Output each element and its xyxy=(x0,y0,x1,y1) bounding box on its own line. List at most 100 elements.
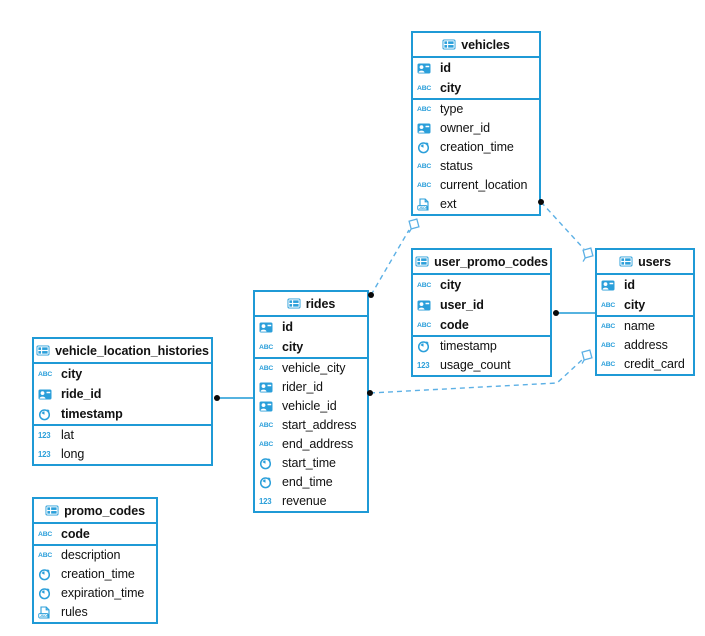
text-type-icon: ABC xyxy=(417,84,432,92)
column-owner_id[interactable]: owner_id xyxy=(413,119,539,138)
text-type-icon: ABC xyxy=(38,530,53,538)
text-type-icon: ABC xyxy=(38,370,53,378)
table-icon xyxy=(442,39,456,50)
table-icon xyxy=(415,256,429,267)
column-timestamp[interactable]: timestamp xyxy=(413,337,550,356)
text-type-icon: ABC xyxy=(417,163,432,170)
relation-vehicle_location_histories-rides[interactable] xyxy=(214,395,253,401)
table-header-vehicles[interactable]: vehicles xyxy=(413,33,539,58)
relation-user_promo_codes-users[interactable] xyxy=(553,310,595,316)
key-column-name: code xyxy=(61,526,90,541)
key-column-name: city xyxy=(440,277,462,292)
table-icon xyxy=(287,298,301,309)
timestamp-type-icon xyxy=(417,340,436,353)
column-id[interactable]: id xyxy=(255,317,367,337)
user-id-type-icon xyxy=(259,401,278,412)
table-icon xyxy=(619,256,633,267)
column-creation_time[interactable]: creation_time xyxy=(34,565,156,584)
column-expiration_time[interactable]: expiration_time xyxy=(34,584,156,603)
table-header-promo_codes[interactable]: promo_codes xyxy=(34,499,156,524)
table-title: rides xyxy=(305,296,336,311)
connector-diamond xyxy=(581,349,593,364)
column-rider_id[interactable]: rider_id xyxy=(255,378,367,397)
column-name: expiration_time xyxy=(61,586,145,601)
timestamp-type-icon xyxy=(259,457,278,470)
connector-diamond xyxy=(408,218,420,233)
relationship-line[interactable] xyxy=(370,229,410,296)
key-column-name: city xyxy=(624,297,646,312)
column-id[interactable]: id xyxy=(413,58,539,78)
column-start_time[interactable]: start_time xyxy=(255,454,367,473)
table-title: vehicle_location_histories xyxy=(55,343,209,358)
column-name: owner_id xyxy=(440,121,490,136)
column-rules[interactable]: JSON rules xyxy=(34,603,156,622)
text-type-icon: ABC xyxy=(601,342,616,349)
column-id[interactable]: id xyxy=(597,275,693,295)
table-icon xyxy=(45,505,59,516)
column-name: end_time xyxy=(282,475,333,490)
column-city[interactable]: ABC city xyxy=(597,295,693,315)
column-name: name xyxy=(624,319,655,334)
column-name: current_location xyxy=(440,178,528,193)
column-code[interactable]: ABC code xyxy=(34,524,156,544)
text-type-icon: ABC xyxy=(259,365,274,372)
timestamp-type-icon xyxy=(417,141,436,154)
table-header-user_promo_codes[interactable]: user_promo_codes xyxy=(413,250,550,275)
table-header-vehicle_location_histories[interactable]: vehicle_location_histories xyxy=(34,339,211,364)
column-end_time[interactable]: end_time xyxy=(255,473,367,492)
column-timestamp[interactable]: timestamp xyxy=(34,404,211,424)
connector-dot xyxy=(553,310,559,316)
table-title: promo_codes xyxy=(64,503,145,518)
column-name: rules xyxy=(61,605,88,620)
column-vehicle_id[interactable]: vehicle_id xyxy=(255,397,367,416)
column-user_id[interactable]: user_id xyxy=(413,295,550,315)
table-header-users[interactable]: users xyxy=(597,250,693,275)
relationship-line[interactable] xyxy=(540,201,585,250)
table-header-rides[interactable]: rides xyxy=(255,292,367,317)
column-vehicle_city[interactable]: ABC vehicle_city xyxy=(255,359,367,378)
json-type-icon: JSON xyxy=(38,606,57,619)
column-ride_id[interactable]: ride_id xyxy=(34,384,211,404)
key-column-name: city xyxy=(282,339,304,354)
column-name: lat xyxy=(61,428,74,443)
number-type-icon: 123 xyxy=(38,450,51,459)
table-title: vehicles xyxy=(461,37,510,52)
text-type-icon: ABC xyxy=(601,301,616,309)
svg-text:JSON: JSON xyxy=(419,206,429,210)
table-title: users xyxy=(638,254,671,269)
column-creation_time[interactable]: creation_time xyxy=(413,138,539,157)
column-name: vehicle_city xyxy=(282,361,346,376)
